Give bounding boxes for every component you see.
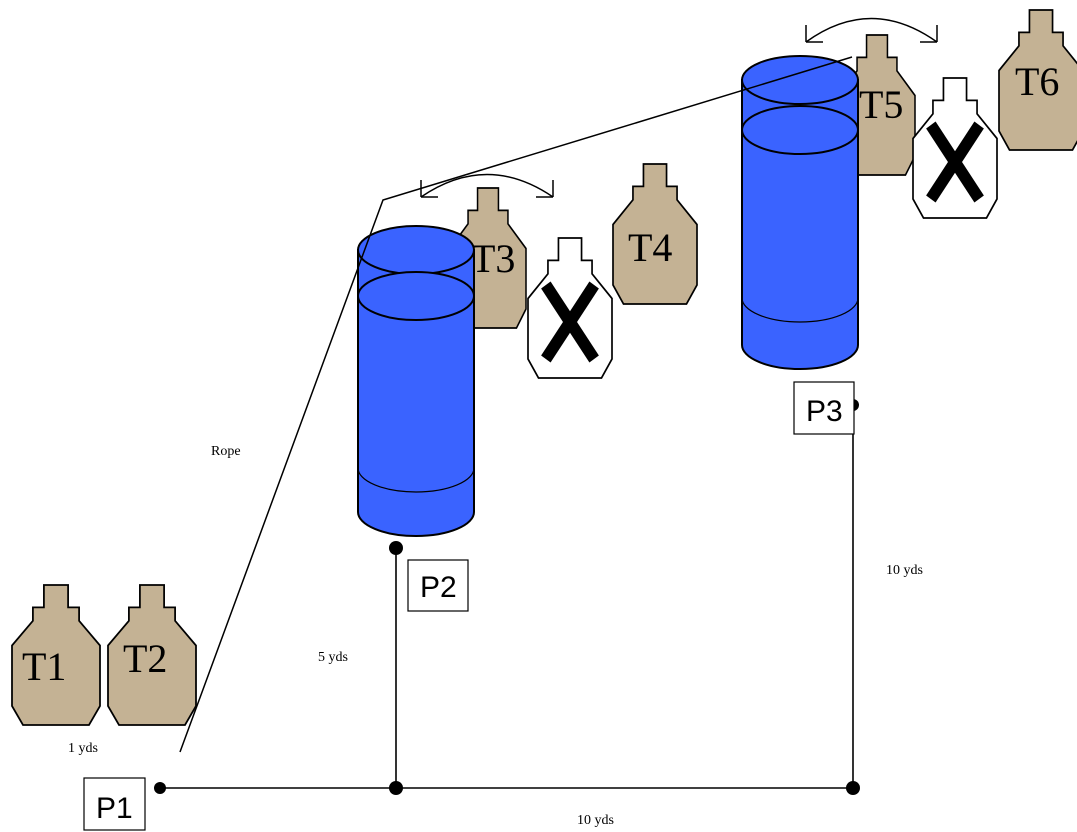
position-box-p3: P3 [793,381,855,435]
distance-label-p1-p3: 10 yds [577,813,614,828]
barrel-left [357,225,475,537]
position-box-p2: P2 [407,559,469,612]
rope-label: Rope [211,444,241,459]
distance-label-p2: 5 yds [318,650,348,665]
distance-label-t-p1: 1 yds [68,741,98,756]
barrel-right [741,55,859,370]
target-t6-label: T6 [1015,59,1059,104]
no-shoot-target-icon [527,237,613,379]
position-dot-icon [846,781,860,795]
position-dot-icon [389,781,403,795]
barrel-icon [741,79,859,370]
barrel-icon [357,249,475,537]
position-p1-label: P1 [96,792,133,825]
no-shoot-target-1 [527,237,613,379]
target-t4-label: T4 [628,225,672,270]
swing-arrow-icon [420,173,554,198]
distance-label-p3: 10 yds [886,563,923,578]
position-box-p1: P1 [83,777,146,831]
target-t5-label: T5 [859,82,903,127]
swing-arrow-icon [805,17,938,43]
no-shoot-target-icon [912,77,998,219]
course-lines [160,405,854,789]
position-dot-icon [389,541,403,555]
rope-line [179,56,853,753]
target-t3-label: T3 [471,236,515,281]
no-shoot-target-2 [912,77,998,219]
target-t2-label: T2 [123,636,167,681]
target-t1-label: T1 [22,644,66,689]
swing-arrow-left [420,173,554,198]
position-p2-label: P2 [420,571,457,604]
position-p3-label: P3 [806,395,843,428]
swing-arrow-right [805,17,938,43]
position-dots [154,399,860,795]
position-dot-icon [154,782,166,794]
